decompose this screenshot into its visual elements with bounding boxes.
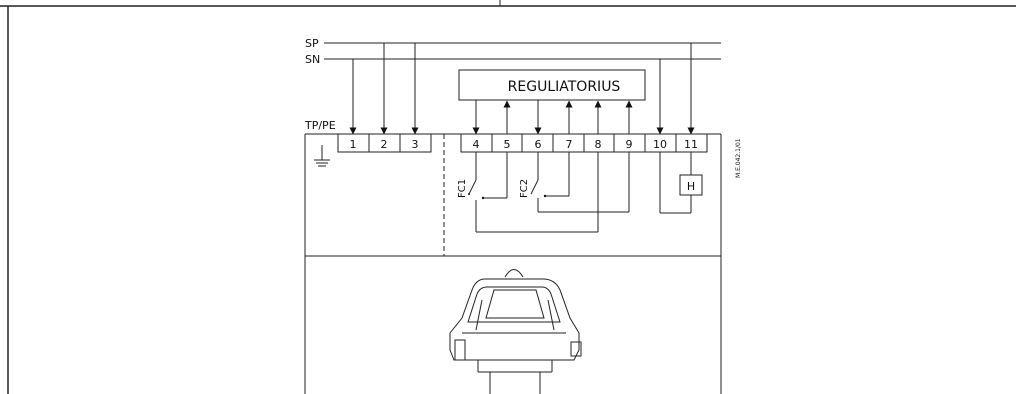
terminal-label: 10	[653, 138, 667, 151]
sn-label: SN	[305, 53, 320, 66]
limit-switch-wiring: FC1 FC2	[457, 152, 630, 233]
terminal-strip: 1 2 3 4 5 6 7 8 9 10 11	[337, 133, 708, 153]
enclosure	[304, 133, 722, 394]
load-label: H	[687, 180, 695, 193]
regulator-label: REGULIATORIUS	[508, 79, 621, 95]
bus-drops	[349, 43, 695, 135]
terminal-label: 7	[566, 138, 573, 151]
supply-bus: SP SN	[305, 37, 721, 66]
ground-symbol: TP/PE	[304, 119, 336, 167]
ground-label: TP/PE	[304, 119, 336, 132]
fc2-label: FC2	[519, 179, 530, 198]
terminal-label: 11	[684, 138, 698, 151]
terminal-label: 5	[504, 138, 511, 151]
load-h: H	[659, 152, 703, 214]
drawing-code: M.E.042.1/01	[735, 138, 742, 178]
terminal-label: 8	[595, 138, 602, 151]
actuator-illustration	[449, 269, 582, 394]
terminal-label: 1	[350, 138, 357, 151]
terminal-label: 4	[473, 138, 480, 151]
fc1-label: FC1	[457, 179, 468, 198]
regulator-box: REGULIATORIUS	[458, 69, 646, 135]
terminal-label: 6	[535, 138, 542, 151]
terminal-label: 9	[626, 138, 633, 151]
terminal-label: 3	[412, 138, 419, 151]
sp-label: SP	[305, 37, 319, 50]
terminal-label: 2	[381, 138, 388, 151]
